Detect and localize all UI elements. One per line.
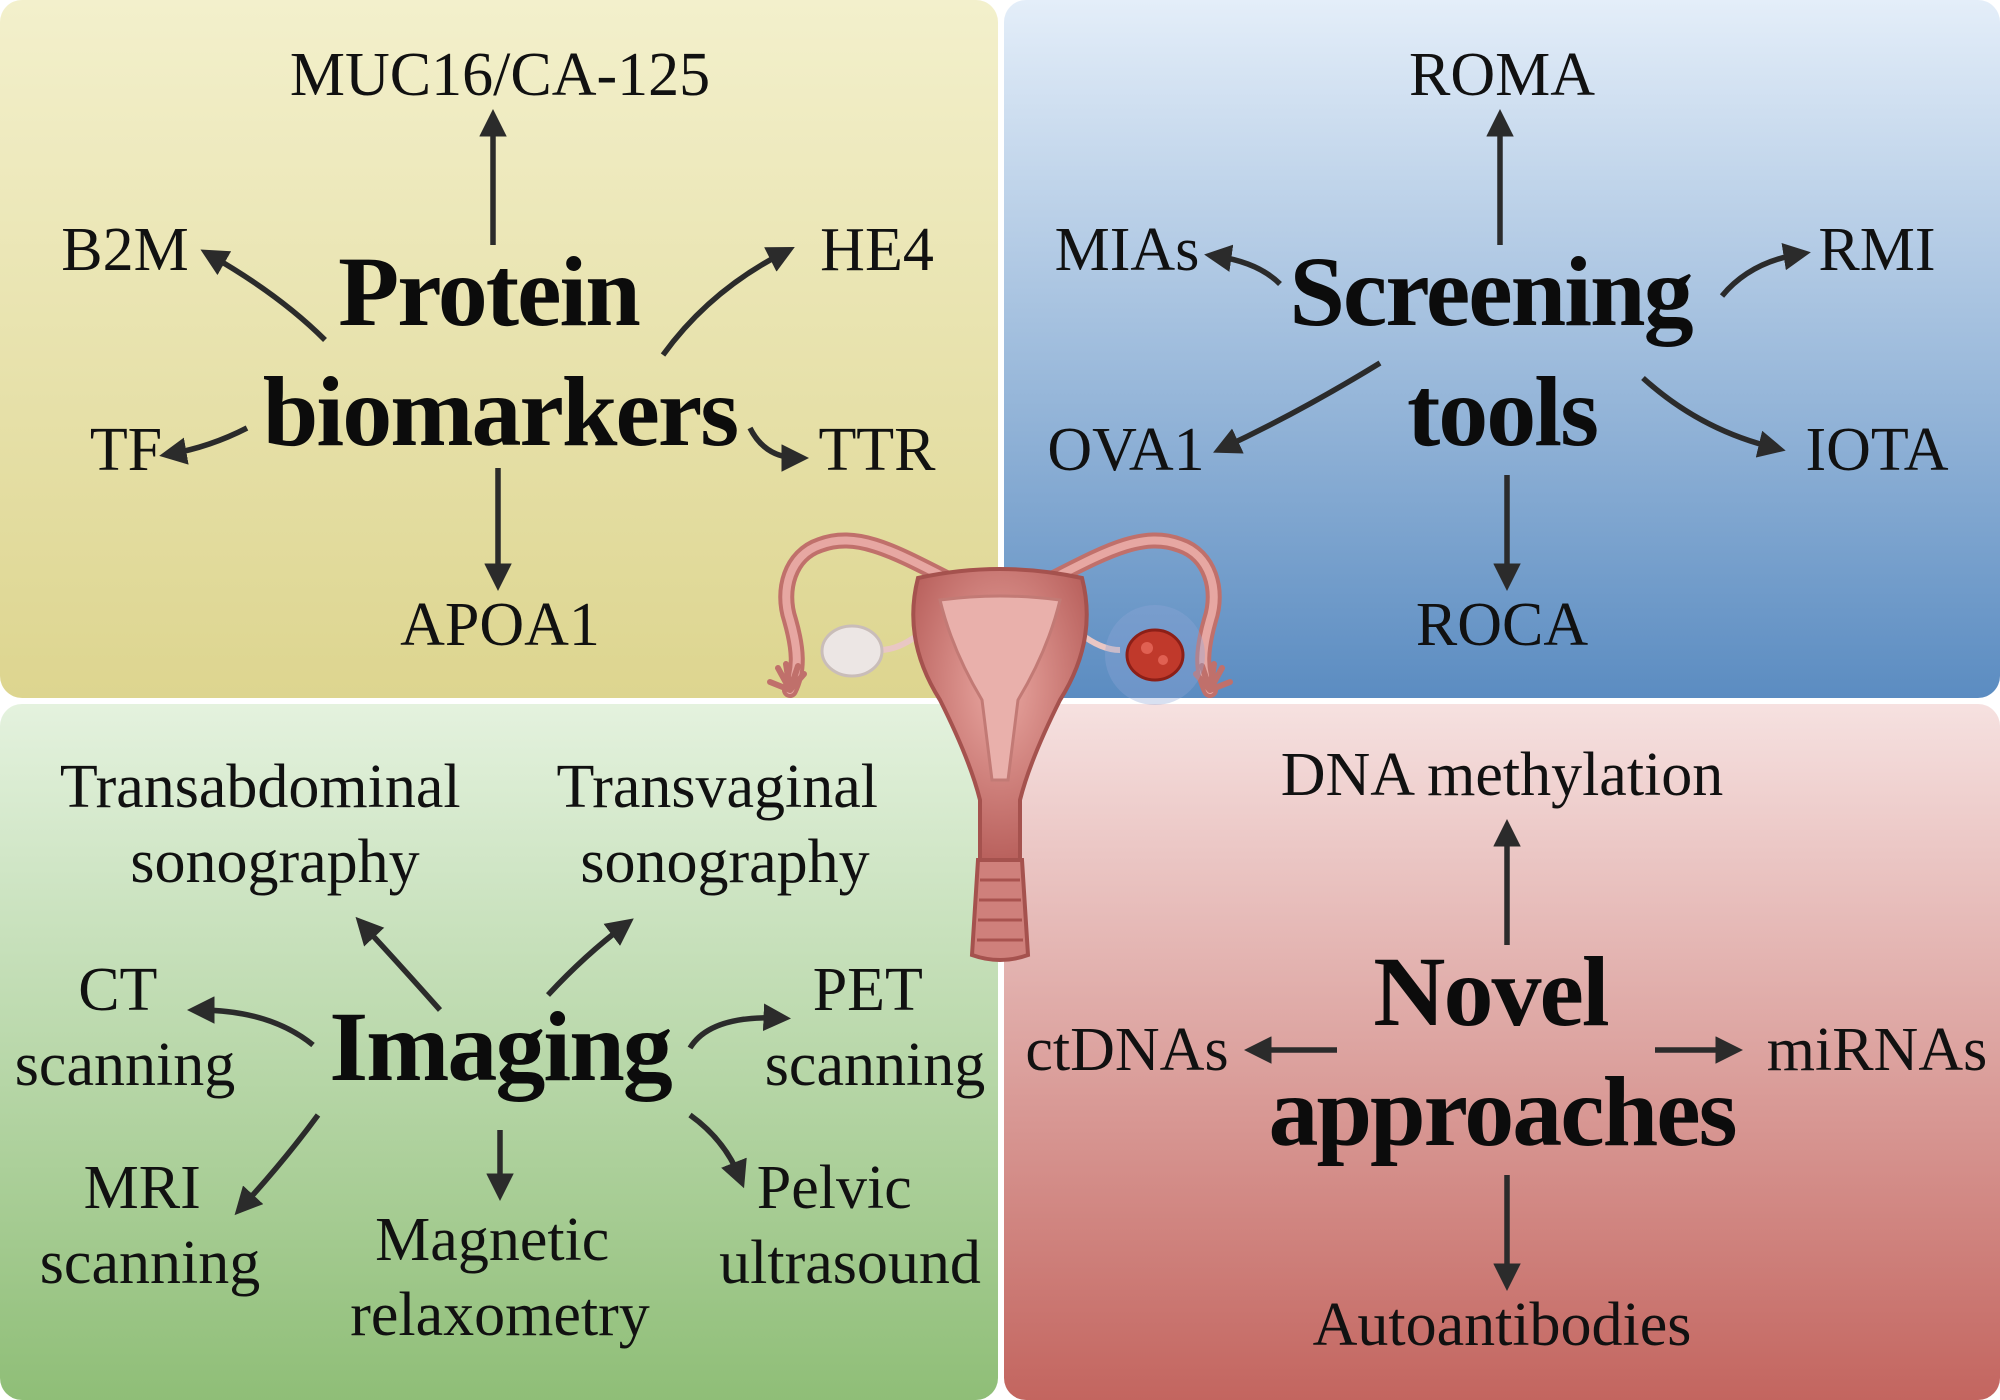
mias-label: MIAs	[1055, 216, 1200, 284]
roma-label: ROMA	[1409, 41, 1595, 109]
left-ovary	[820, 624, 884, 678]
tumor-nodule-2	[1158, 655, 1168, 665]
transvaginal-line2: sonography	[580, 828, 869, 896]
transabdominal-sonography-label: Transabdominal sonography	[60, 753, 476, 896]
left-fimbriae	[767, 661, 807, 693]
magnetic-line2: relaxometry	[350, 1281, 650, 1349]
arrow-to-iota	[1641, 375, 1786, 458]
mri-line1: MRI	[84, 1154, 201, 1222]
right-fallopian-tube-highlight	[1036, 536, 1218, 694]
iota-label: IOTA	[1805, 416, 1948, 484]
imaging-panel	[0, 704, 998, 1400]
screening-hub-line1: Screening	[1289, 236, 1693, 347]
mri-line2: scanning	[40, 1229, 260, 1297]
novel-hub-line1: Novel	[1373, 936, 1609, 1047]
left-fallopian-tube-highlight	[782, 536, 964, 694]
tf-label: TF	[90, 416, 162, 484]
arrow-to-ct	[187, 996, 315, 1048]
pelvic-line1: Pelvic	[757, 1154, 912, 1222]
cervix	[969, 858, 1031, 962]
uterine-cavity	[938, 594, 1062, 782]
right-fimbriae	[1193, 661, 1233, 693]
transabdominal-line1: Transabdominal	[60, 753, 461, 821]
muc16-ca125-label: MUC16/CA-125	[290, 41, 710, 109]
transvaginal-line1: Transvaginal	[557, 753, 878, 821]
arrow-to-ova1	[1213, 360, 1382, 454]
magnetic-line1: Magnetic	[375, 1206, 609, 1274]
mirnas-label: miRNAs	[1767, 1016, 1987, 1084]
screening-tools-group: Screening tools ROMA MIAs RMI OVA1 IOTA …	[1047, 41, 1948, 659]
novel-hub-line2: approaches	[1268, 1056, 1735, 1167]
arrow-to-transabdominal	[355, 916, 443, 1012]
imaging-group: Imaging Transabdominal sonography Transv…	[15, 753, 985, 1349]
vaginal-rugae	[977, 878, 1023, 942]
imaging-hub-title: Imaging	[329, 991, 673, 1102]
protein-hub-line2: biomarkers	[263, 356, 737, 467]
ct-line2: scanning	[15, 1031, 235, 1099]
pet-scanning-label: PET scanning	[765, 956, 985, 1099]
arrow-to-mri	[234, 1113, 321, 1216]
protein-biomarkers-group: Protein biomarkers MUC16/CA-125 B2M HE4 …	[61, 41, 936, 659]
protein-hub-title: Protein biomarkers	[263, 236, 737, 467]
pelvic-ultrasound-label: Pelvic ultrasound	[719, 1154, 981, 1297]
arrow-to-ttr	[747, 426, 809, 472]
novel-hub-title: Novel approaches	[1268, 936, 1735, 1167]
rmi-label: RMI	[1818, 216, 1935, 284]
arrow-to-pelvic	[688, 1112, 747, 1189]
roca-label: ROCA	[1416, 591, 1588, 659]
tumor-nodule-1	[1141, 642, 1153, 654]
arrow-to-transvaginal	[545, 918, 634, 997]
arrow-to-tf	[159, 425, 249, 465]
arrow-to-he4	[660, 247, 795, 357]
uterus-illustration-icon	[767, 532, 1233, 962]
ct-scanning-label: CT scanning	[15, 956, 235, 1099]
pelvic-line2: ultrasound	[719, 1229, 981, 1297]
arrow-to-b2m	[200, 249, 327, 342]
arrow-to-rmi	[1719, 243, 1811, 298]
novel-approaches-group: Novel approaches DNA methylation ctDNAs …	[1025, 741, 1987, 1359]
screening-hub-title: Screening tools	[1289, 236, 1714, 467]
arrow-to-mias	[1204, 244, 1282, 286]
transabdominal-line2: sonography	[130, 828, 419, 896]
screening-hub-line2: tools	[1407, 356, 1597, 467]
protein-hub-line1: Protein	[338, 236, 640, 347]
he4-label: HE4	[820, 216, 934, 284]
arrow-to-pet	[687, 1003, 791, 1050]
ct-line1: CT	[78, 956, 156, 1024]
ttr-label: TTR	[818, 416, 936, 484]
ova1-label: OVA1	[1047, 416, 1204, 484]
b2m-label: B2M	[61, 216, 188, 284]
autoantibodies-label: Autoantibodies	[1313, 1291, 1692, 1359]
transvaginal-sonography-label: Transvaginal sonography	[557, 753, 894, 896]
pet-line2: scanning	[765, 1031, 985, 1099]
ctdnas-label: ctDNAs	[1025, 1016, 1228, 1084]
right-ovary-tumor	[1125, 628, 1185, 682]
magnetic-relaxometry-label: Magnetic relaxometry	[350, 1206, 650, 1349]
apoa1-label: APOA1	[400, 591, 600, 659]
mri-scanning-label: MRI scanning	[40, 1154, 260, 1297]
dna-methylation-label: DNA methylation	[1281, 741, 1724, 809]
pet-line1: PET	[813, 956, 922, 1024]
